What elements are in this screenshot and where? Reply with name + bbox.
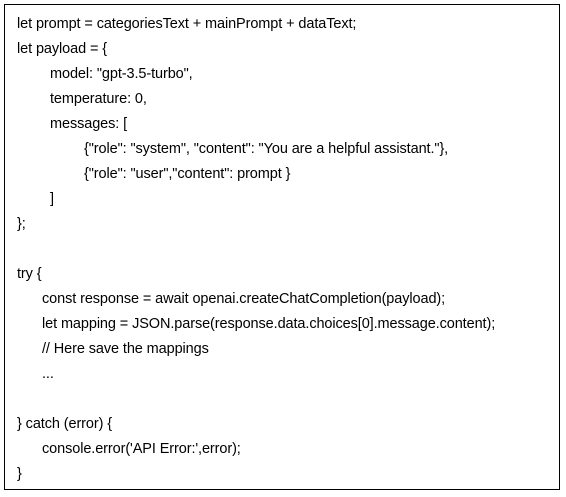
code-line: let mapping = JSON.parse(response.data.c… bbox=[42, 316, 496, 332]
code-line: const response = await openai.createChat… bbox=[42, 291, 446, 307]
code-line: let payload = { bbox=[17, 41, 108, 57]
code-line: }; bbox=[17, 216, 26, 232]
code-line: ... bbox=[42, 366, 54, 382]
code-line: model: "gpt-3.5-turbo", bbox=[50, 66, 193, 82]
code-line: try { bbox=[17, 266, 42, 282]
code-line: temperature: 0, bbox=[50, 91, 147, 107]
code-line: } catch (error) { bbox=[17, 416, 112, 432]
code-line: // Here save the mappings bbox=[42, 341, 209, 357]
code-line: messages: [ bbox=[50, 116, 128, 132]
code-line: let prompt = categoriesText + mainPrompt… bbox=[17, 16, 357, 32]
code-line: console.error('API Error:',error); bbox=[42, 441, 241, 457]
code-line: {"role": "user","content": prompt } bbox=[84, 166, 291, 182]
code-line: ] bbox=[50, 191, 54, 207]
code-line: {"role": "system", "content": "You are a… bbox=[84, 141, 449, 157]
code-line: } bbox=[17, 466, 22, 482]
code-snippet-box: let prompt = categoriesText + mainPrompt… bbox=[4, 4, 560, 490]
